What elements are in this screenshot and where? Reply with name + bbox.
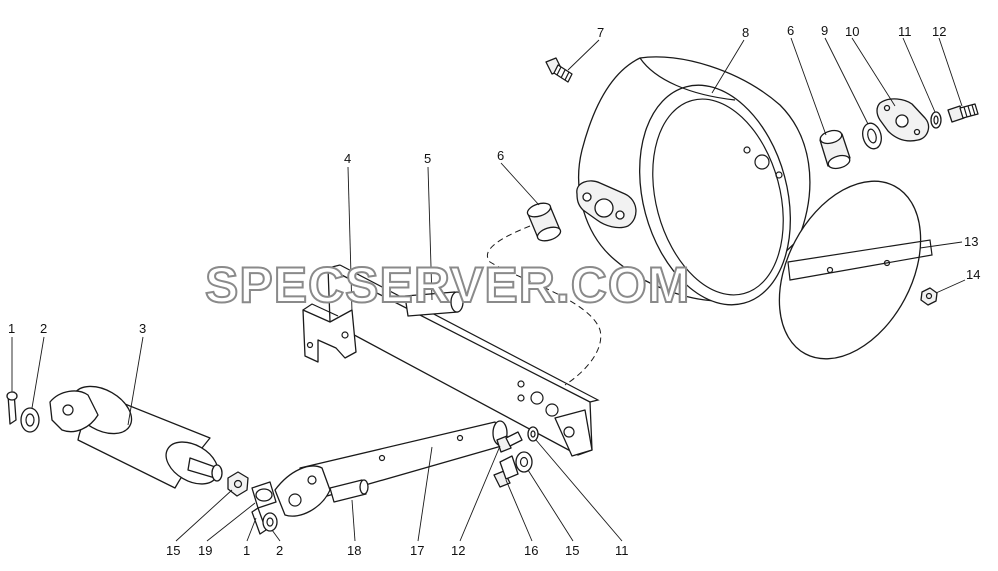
part-8-cylinder-cover bbox=[578, 56, 811, 306]
callout-6-upper: 6 bbox=[787, 23, 794, 38]
callout-4: 4 bbox=[344, 151, 351, 166]
part-6-bushing-upper bbox=[819, 129, 851, 170]
part-11-washer-lower bbox=[527, 426, 539, 442]
callout-numbers: 1 2 3 4 5 6 7 8 6 9 10 11 12 13 14 15 19… bbox=[8, 23, 980, 558]
assembly-path bbox=[487, 225, 602, 386]
part-7-bolt bbox=[545, 57, 573, 83]
part-10-flange-plate bbox=[876, 98, 930, 142]
callout-12-upper: 12 bbox=[932, 24, 946, 39]
part-6-bushing-lower bbox=[526, 202, 562, 242]
callout-11-lower: 11 bbox=[615, 543, 629, 558]
callout-15-left: 15 bbox=[166, 543, 180, 558]
part-1-cotter-pin-left bbox=[6, 391, 18, 425]
callout-12-lower: 12 bbox=[451, 543, 465, 558]
callout-1-lower: 1 bbox=[243, 543, 250, 558]
part-11-washer-upper bbox=[930, 111, 942, 129]
part-16-bolt bbox=[493, 455, 519, 488]
part-18-pin bbox=[329, 479, 369, 503]
part-8-flange bbox=[576, 180, 637, 229]
leader-lines bbox=[11, 37, 966, 542]
part-4-bracket bbox=[302, 264, 600, 457]
part-3-cylinder bbox=[49, 385, 223, 489]
callout-7: 7 bbox=[597, 25, 604, 40]
callout-17: 17 bbox=[410, 543, 424, 558]
callout-19: 19 bbox=[198, 543, 212, 558]
part-15-nut-left bbox=[227, 471, 249, 497]
part-14-nut bbox=[920, 287, 938, 306]
callout-15-lower: 15 bbox=[565, 543, 579, 558]
part-13-disc-cover bbox=[778, 180, 933, 360]
callout-8: 8 bbox=[742, 25, 749, 40]
callout-3: 3 bbox=[139, 321, 146, 336]
part-9-washer bbox=[862, 122, 882, 150]
callout-16: 16 bbox=[524, 543, 538, 558]
part-2-washer-left bbox=[20, 407, 40, 433]
callout-5: 5 bbox=[424, 151, 431, 166]
callout-14: 14 bbox=[966, 267, 980, 282]
callout-1-left: 1 bbox=[8, 321, 15, 336]
part-2-washer-lower bbox=[262, 512, 278, 532]
part-5-pin bbox=[404, 291, 464, 317]
callout-18: 18 bbox=[347, 543, 361, 558]
watermark-text: SPECSERVER.COM bbox=[205, 257, 690, 313]
callout-10: 10 bbox=[845, 24, 859, 39]
callout-11-upper: 11 bbox=[898, 24, 912, 39]
callout-9: 9 bbox=[821, 23, 828, 38]
part-17-lever bbox=[274, 420, 508, 517]
part-19-clevis bbox=[251, 481, 277, 509]
part-12-bolt-lower bbox=[496, 431, 523, 453]
callout-6-lower: 6 bbox=[497, 148, 504, 163]
callout-2-lower: 2 bbox=[276, 543, 283, 558]
callout-2-left: 2 bbox=[40, 321, 47, 336]
part-12-bolt-upper bbox=[947, 103, 979, 123]
callout-13: 13 bbox=[964, 234, 978, 249]
part-15-washer-lower bbox=[515, 451, 533, 473]
